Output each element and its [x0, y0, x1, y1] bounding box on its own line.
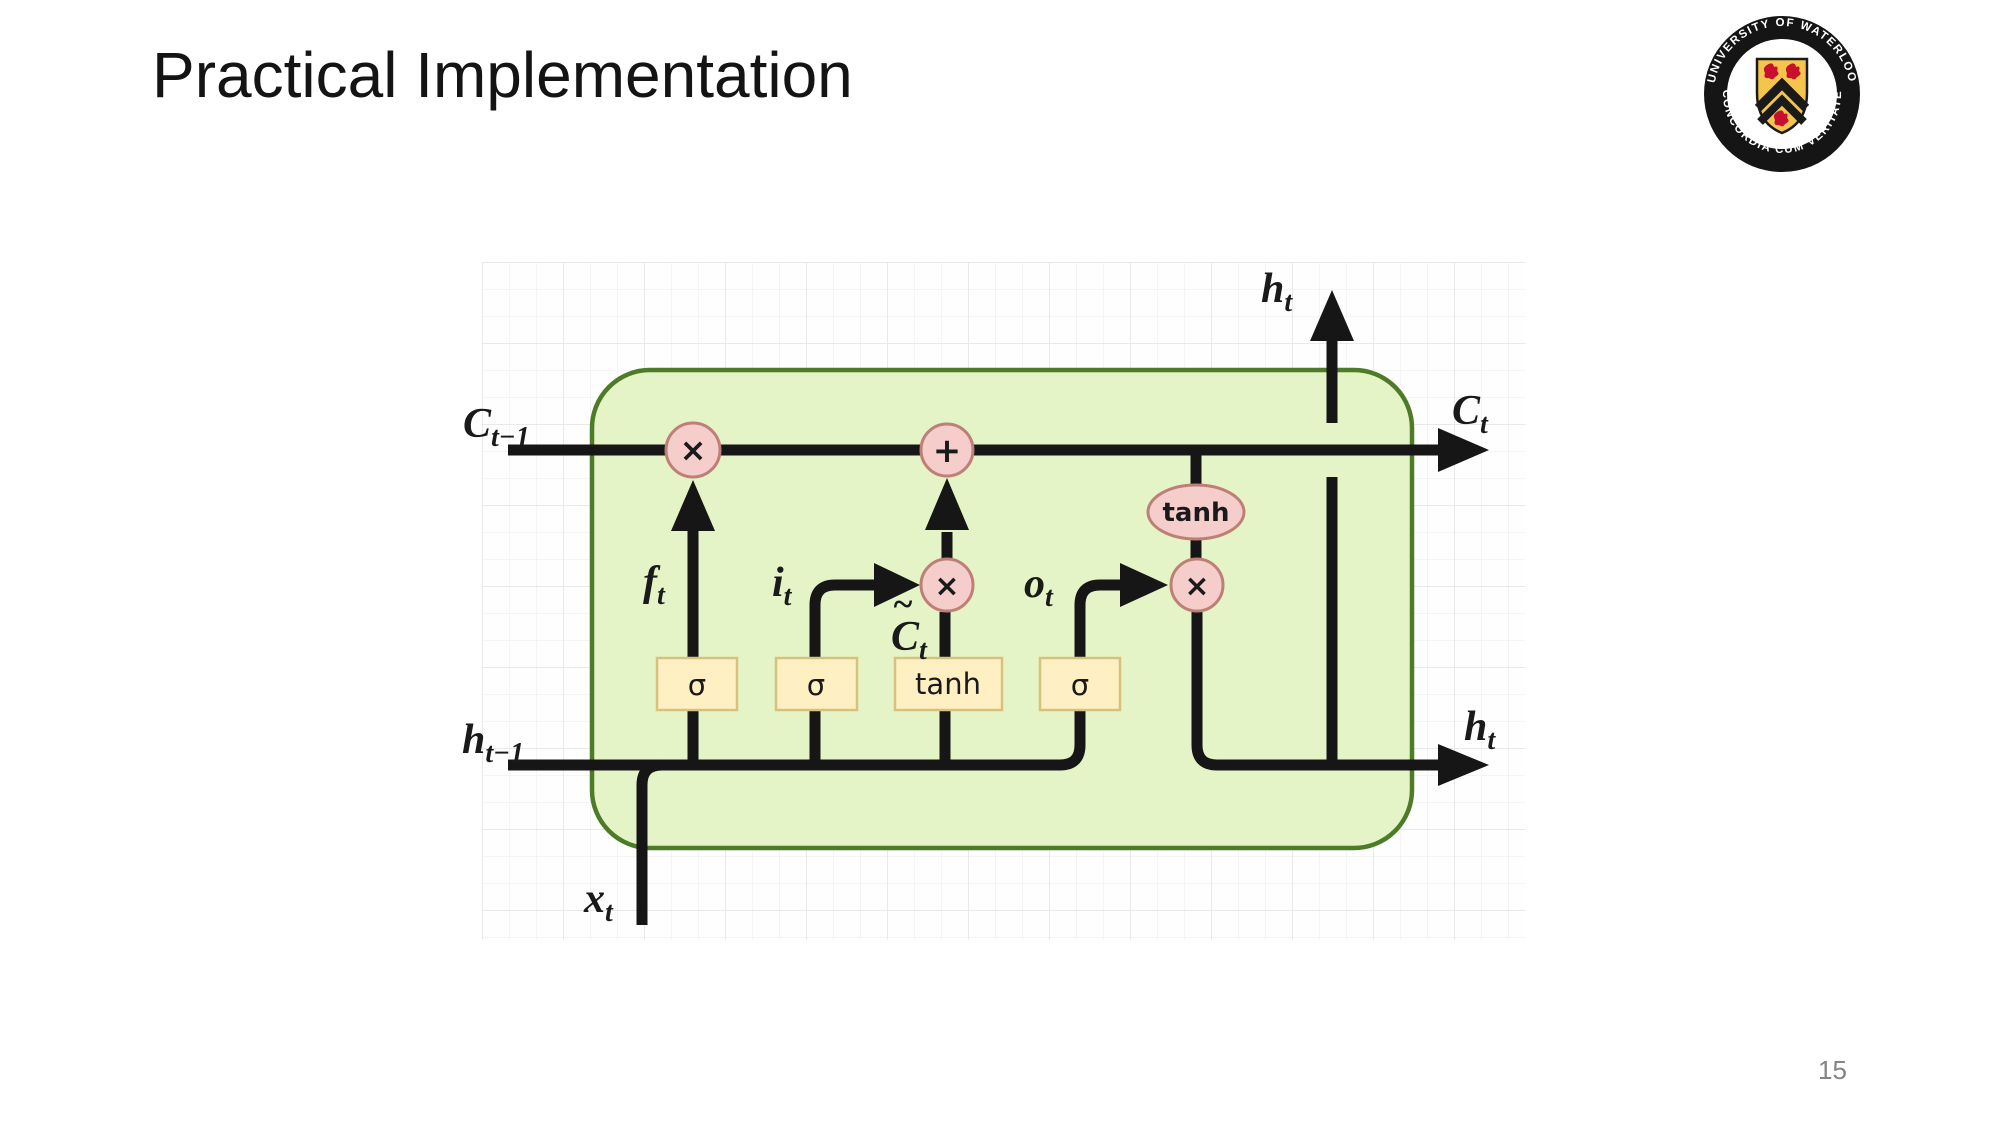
sigma-gate-input-label: σ: [807, 668, 825, 702]
label-sub: t−1: [491, 422, 530, 453]
sigma-gate-output-label: σ: [1071, 668, 1089, 702]
label-main: h: [462, 717, 485, 763]
add-arrowhead: [925, 478, 969, 530]
label-x-input: xt: [583, 876, 614, 928]
tanh-gate-candidate: [893, 656, 1004, 712]
label-main: f: [643, 559, 661, 605]
input-gate-arrowhead: [874, 563, 920, 607]
h-out-top-arrowhead: [1310, 290, 1354, 341]
page-number: 15: [1818, 1055, 1847, 1085]
input-gate-wire: [809, 579, 876, 770]
add-symbol: +: [933, 431, 962, 471]
label-main: C: [1452, 388, 1481, 434]
university-of-waterloo-logo: UNIVERSITY OF WATERLOO CONCORDIA CUM VER…: [1704, 16, 1860, 172]
output-gate-arrowhead: [1120, 563, 1168, 607]
seal-shield: [1754, 57, 1810, 135]
x-input-wire: [636, 759, 663, 925]
label-o-gate: ot: [1024, 561, 1054, 613]
output-multiply-symbol: ×: [1184, 569, 1209, 604]
c-out-arrowhead: [1438, 428, 1489, 472]
label-main: o: [1024, 561, 1045, 607]
label-c-prev: Ct−1: [463, 401, 530, 453]
label-sub: t: [1487, 725, 1496, 756]
label-h-prev: ht−1: [462, 717, 524, 769]
label-main: i: [772, 560, 784, 606]
forget-arrowhead: [671, 480, 715, 531]
sigma-gate-output: [1038, 656, 1122, 712]
sigma-gate-forget-label: σ: [688, 668, 706, 702]
tanh-gate-label: tanh: [915, 667, 981, 701]
sigma-gate-forget: [655, 656, 739, 712]
label-main: h: [1261, 266, 1284, 312]
sigma-gate-input: [774, 656, 859, 712]
label-h-out-top: ht: [1261, 266, 1293, 318]
label-c-candidate-tilde: ~: [894, 584, 913, 624]
shield-chevron-upper: [1754, 77, 1810, 112]
add-node: [919, 422, 975, 478]
shield-lions: [1763, 63, 1801, 127]
forget-multiply-symbol: ×: [680, 431, 707, 469]
label-main: C: [463, 401, 492, 447]
label-sub: t: [1284, 287, 1293, 318]
label-c-candidate: Ct: [891, 614, 928, 666]
shield-chevron-lower: [1757, 94, 1807, 125]
h-out-right-arrowhead: [1438, 744, 1489, 786]
label-h-out-right: ht: [1464, 704, 1496, 756]
label-sub: t: [605, 897, 614, 928]
output-multiply-node: [1169, 557, 1225, 613]
label-sub: t: [657, 580, 666, 611]
label-c-out: Ct: [1452, 388, 1489, 440]
label-main: h: [1464, 704, 1487, 750]
label-main: C: [891, 614, 920, 660]
candidate-multiply-node: [919, 557, 975, 613]
label-sub: t: [1045, 582, 1054, 613]
tanh-node: [1146, 483, 1246, 541]
hidden-output-wire: [1191, 610, 1441, 771]
label-sub: t: [1480, 409, 1489, 440]
lstm-diagram: σ σ tanh σ × + × tanh × C: [430, 230, 1550, 960]
forget-multiply-node: [664, 421, 722, 479]
label-sub: t−1: [485, 738, 524, 769]
label-f-gate: ft: [643, 559, 666, 611]
label-i-gate: it: [772, 560, 793, 612]
tanh-node-label: tanh: [1163, 498, 1230, 528]
label-sub: t: [784, 581, 793, 612]
candidate-multiply-symbol: ×: [934, 569, 959, 604]
label-main: x: [583, 876, 605, 922]
slide-title: Practical Implementation: [152, 39, 853, 111]
label-sub: t: [919, 635, 928, 666]
